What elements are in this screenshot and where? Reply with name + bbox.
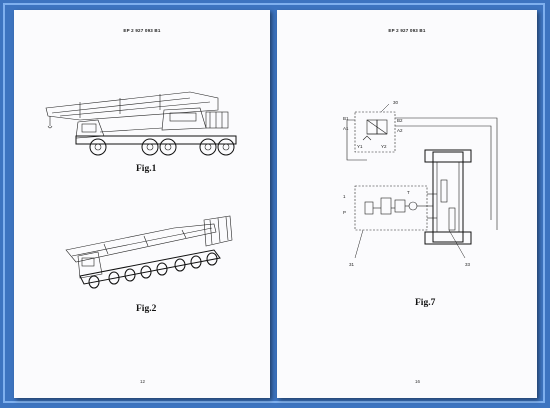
hydraulic-circuit-diagram: 30 B1 A1 B2 A2 Y1 Y2 1 P T 31 bbox=[343, 100, 498, 267]
figure-2-caption: Fig.2 bbox=[136, 304, 157, 314]
ref-a1: A1 bbox=[343, 126, 349, 131]
crane-side-view-drawing bbox=[45, 91, 237, 156]
ref-y1: Y1 bbox=[357, 144, 363, 149]
ref-30: 30 bbox=[393, 100, 399, 105]
figure-1-caption: Fig.1 bbox=[136, 164, 157, 174]
ref-33: 33 bbox=[465, 262, 471, 267]
document-page-right: EP 2 927 093 B1 30 B1 A1 B2 A2 Y1 Y2 bbox=[277, 10, 537, 398]
ref-31: 31 bbox=[349, 262, 355, 267]
patent-number-header: EP 2 927 093 B1 bbox=[388, 28, 426, 33]
ref-a2: A2 bbox=[397, 128, 403, 133]
ref-p: P bbox=[343, 210, 346, 215]
ref-b2: B2 bbox=[397, 118, 403, 123]
ref-t: T bbox=[407, 190, 410, 195]
patent-number-header: EP 2 927 093 B1 bbox=[123, 28, 161, 33]
ref-y2: Y2 bbox=[381, 144, 387, 149]
crane-perspective-drawing bbox=[65, 215, 233, 289]
document-page-left: EP 2 927 093 B1 Fig.1 bbox=[14, 10, 270, 398]
figure-7-caption: Fig.7 bbox=[415, 298, 436, 308]
page-number: 16 bbox=[415, 379, 421, 384]
ref-b1: B1 bbox=[343, 116, 349, 121]
photo-border bbox=[3, 3, 545, 403]
ref-1: 1 bbox=[343, 194, 346, 199]
page-number: 12 bbox=[140, 379, 146, 384]
